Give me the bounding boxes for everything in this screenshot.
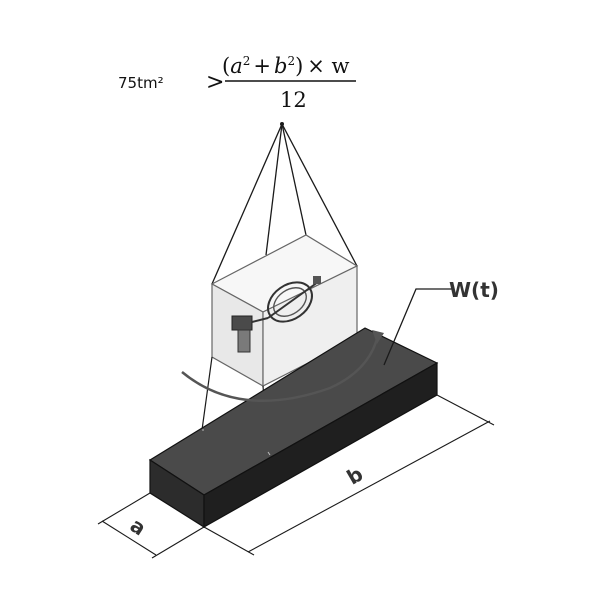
motor-shaft [251, 317, 269, 323]
dim-a-label: a [126, 513, 150, 540]
rotation-arrow [181, 330, 384, 403]
formula: 75tm² > (a2+b2)× w 12 [118, 54, 356, 112]
sling-line-back-left [265, 123, 283, 256]
beam [148, 327, 439, 529]
rotation-arrowhead [372, 330, 384, 344]
numerator-a-exp: 2 [243, 54, 251, 68]
numerator-plus: + [253, 54, 271, 78]
suspended-box [201, 234, 377, 453]
beam-mark-2 [267, 451, 271, 456]
load-leader-line [383, 288, 452, 366]
numerator-b-exp: 2 [287, 54, 295, 68]
rotation-arc [181, 334, 380, 403]
numerator-a: a [230, 54, 243, 78]
rotor-icon [267, 276, 321, 323]
sling-line-left [211, 123, 283, 285]
formula-lhs: 75tm² [118, 74, 164, 92]
dim-a-ext-right [151, 526, 205, 559]
formula-operator: > [206, 70, 224, 95]
sling-line-back-right [281, 123, 307, 236]
motor-head [231, 315, 253, 331]
hook-point [280, 122, 284, 126]
rotor-cap [313, 276, 321, 284]
hanger-line-left [201, 356, 213, 431]
sling-line-right [281, 123, 358, 267]
formula-denominator: 12 [280, 88, 307, 112]
dim-b-ext-right [436, 394, 495, 426]
load-label-text: W(t) [449, 278, 499, 302]
rotor-axle [267, 281, 319, 319]
load-label: W(t) [383, 278, 499, 366]
formula-numerator: (a2+b2)× w [222, 54, 350, 78]
sling-lines [211, 123, 358, 285]
dim-b-ext-left [203, 526, 255, 556]
numerator-times-w: × w [307, 54, 349, 78]
motor-icon [231, 315, 269, 353]
numerator-b: b [274, 54, 287, 78]
dim-a-ext-left [97, 492, 151, 525]
dim-b-line [247, 420, 491, 553]
motor-body [237, 329, 251, 353]
dim-a-line [101, 520, 157, 556]
dim-b-label: b [343, 462, 367, 490]
